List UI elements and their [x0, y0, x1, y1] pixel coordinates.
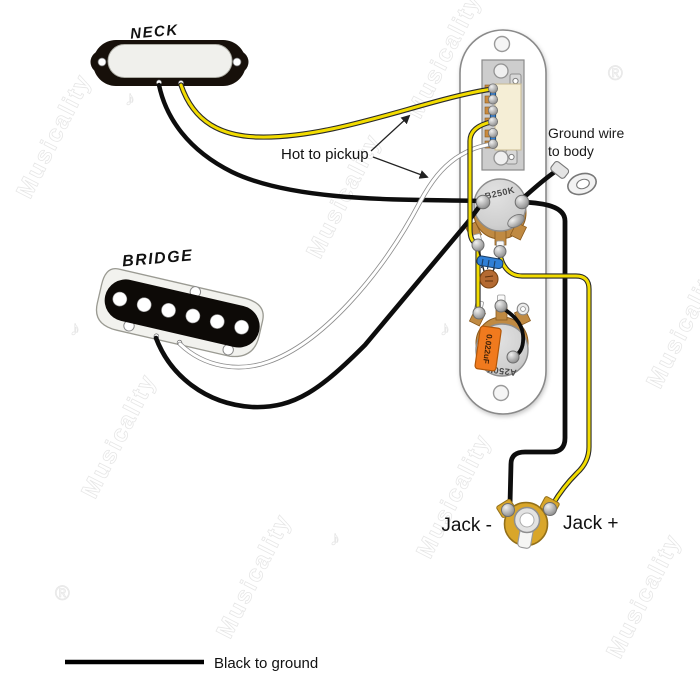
- disc-capacitor: [479, 269, 499, 289]
- watermark-text: Musicality: [76, 369, 162, 502]
- music-note-icon: ♪: [125, 88, 135, 110]
- ground-wire-label-line1: Ground wire: [548, 125, 624, 141]
- music-note-icon: ♪: [330, 528, 340, 550]
- solder-joints: [471, 194, 530, 364]
- plate-screw-hole-bottom: [492, 384, 510, 402]
- switch-screw-bottom: [493, 150, 509, 166]
- music-note-icon: ♪: [70, 318, 80, 340]
- jack-ground-wire: [507, 199, 568, 507]
- jack-tip-solder: [543, 502, 557, 516]
- neck-screw-hole-right: [232, 57, 242, 67]
- switch-screw-top: [493, 63, 509, 79]
- arrow-to-yellow-wire: [370, 114, 411, 152]
- output-jack: [496, 496, 560, 549]
- legend-black-label: Black to ground: [214, 655, 318, 672]
- volume-casing-solder-left: [475, 194, 491, 210]
- tone-casing-solder: [506, 350, 520, 364]
- wiring: [153, 82, 592, 507]
- tone-lug2-solder: [494, 299, 508, 313]
- neck-screw-hole-left: [97, 57, 107, 67]
- arrow-to-white-wire: [372, 156, 429, 179]
- bridge-bobbin: [104, 279, 260, 348]
- volume-lug1-solder: [471, 238, 485, 252]
- registered-mark-icon: ®: [55, 583, 70, 605]
- legend: Black to ground: [65, 655, 318, 672]
- ground-ring-terminal: [550, 161, 597, 196]
- switch-tab-hole: [512, 77, 519, 85]
- watermark-layer: Musicality Musicality Musicality Musical…: [11, 0, 700, 663]
- bridge-ground-wire: [153, 199, 486, 410]
- watermark-text: Musicality: [11, 69, 97, 202]
- neck-cover: [107, 44, 233, 78]
- bridge-pole-pieces: [112, 291, 249, 335]
- jack-hole: [519, 512, 535, 528]
- neck-hot-wire: [178, 82, 495, 140]
- tone-lug1-solder: [472, 306, 486, 320]
- plate-screw-hole-top: [493, 35, 511, 53]
- volume-casing-solder-right: [514, 194, 530, 210]
- watermark-text: Musicality: [641, 259, 700, 392]
- switch-tab-hole: [508, 153, 515, 161]
- hot-to-pickup-arrows: [370, 114, 429, 179]
- watermark-text: Musicality: [211, 509, 297, 642]
- switch-lugs: [487, 83, 498, 149]
- jack-sleeve-solder: [501, 503, 515, 517]
- hot-to-pickup-label: Hot to pickup: [281, 146, 369, 163]
- ring-terminal-hole: [576, 178, 590, 190]
- registered-mark-icon: ®: [608, 63, 623, 85]
- jack-minus-label: Jack -: [441, 515, 492, 536]
- disc-capacitor-marking: [484, 275, 494, 282]
- bridge-hot-wire: [177, 141, 495, 370]
- bridge-label: BRIDGE: [121, 247, 193, 270]
- ground-wire-label-line2: to body: [548, 143, 594, 159]
- tone-lug3-hole: [520, 306, 526, 312]
- lever-switch: [481, 59, 525, 171]
- neck-pickup: [90, 40, 249, 86]
- tone-capacitor-label: 0.022uF: [481, 334, 494, 365]
- switch-wafer: [494, 83, 522, 151]
- watermark-text: Musicality: [411, 429, 497, 562]
- jack-plus-label: Jack +: [563, 513, 618, 534]
- volume-bent-lug-solder: [507, 213, 525, 229]
- switch-solder-lugs: [487, 83, 498, 149]
- volume-lug2-solder: [493, 245, 507, 258]
- tone-capacitor: [474, 325, 502, 372]
- ring-terminal-crimp: [550, 161, 570, 179]
- watermark-text: Musicality: [601, 529, 687, 662]
- music-note-icon: ♪: [440, 318, 450, 340]
- jack-hot-wire: [497, 250, 592, 507]
- neck-label: NECK: [130, 22, 180, 43]
- treble-bleed: [476, 255, 504, 289]
- bridge-pickup: [95, 267, 264, 358]
- resistor-bands: [480, 258, 496, 271]
